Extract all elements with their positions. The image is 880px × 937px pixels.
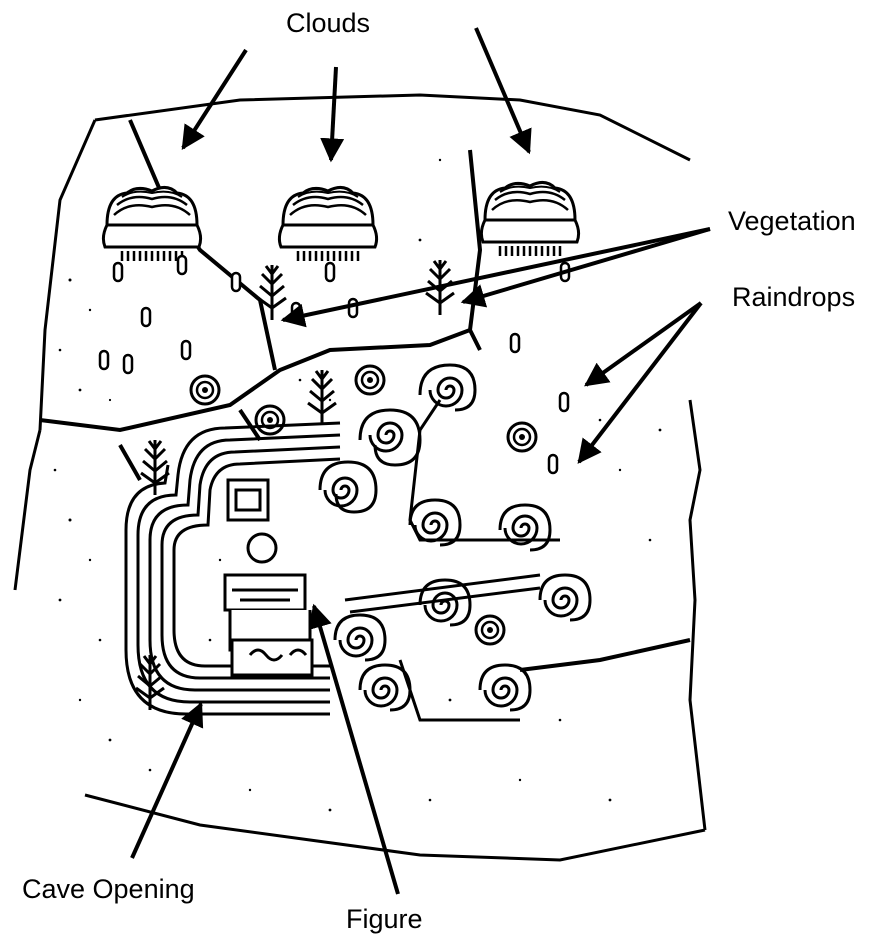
- ring-symbol-2: [356, 366, 384, 394]
- arrow-raindrops-2: [579, 303, 701, 462]
- spiral-4: [415, 513, 447, 541]
- label-clouds: Clouds: [286, 10, 370, 37]
- spiral-8: [340, 628, 372, 656]
- cloud-glyph-3: [481, 182, 578, 256]
- ring-symbol-5: [256, 406, 284, 434]
- ring-symbol-3: [508, 423, 536, 451]
- arrow-clouds-2: [331, 67, 336, 160]
- arrow-clouds-3: [476, 28, 529, 152]
- label-vegetation: Vegetation: [728, 208, 856, 235]
- label-cave-opening: Cave Opening: [22, 876, 195, 903]
- spiral-9: [365, 678, 397, 706]
- pointer-arrows: [132, 28, 710, 894]
- spiral-10: [485, 678, 517, 706]
- arrow-raindrops-1: [586, 303, 701, 385]
- ring-symbol-4: [476, 616, 504, 644]
- spiral-2: [430, 378, 462, 406]
- spiral-3: [325, 478, 357, 506]
- spiral-1: [370, 423, 402, 451]
- raindrop-glyphs: [100, 256, 569, 473]
- label-raindrops: Raindrops: [732, 284, 855, 311]
- arrow-cave-opening: [132, 704, 201, 858]
- spiral-6: [425, 593, 457, 621]
- ring-symbol-1: [191, 376, 219, 404]
- cloud-glyph-1: [103, 187, 200, 261]
- vegetation-glyph-3: [308, 370, 336, 425]
- label-figure: Figure: [346, 906, 423, 933]
- spiral-7: [545, 588, 577, 616]
- seated-figure: [225, 480, 312, 675]
- cloud-glyph-2: [279, 187, 376, 261]
